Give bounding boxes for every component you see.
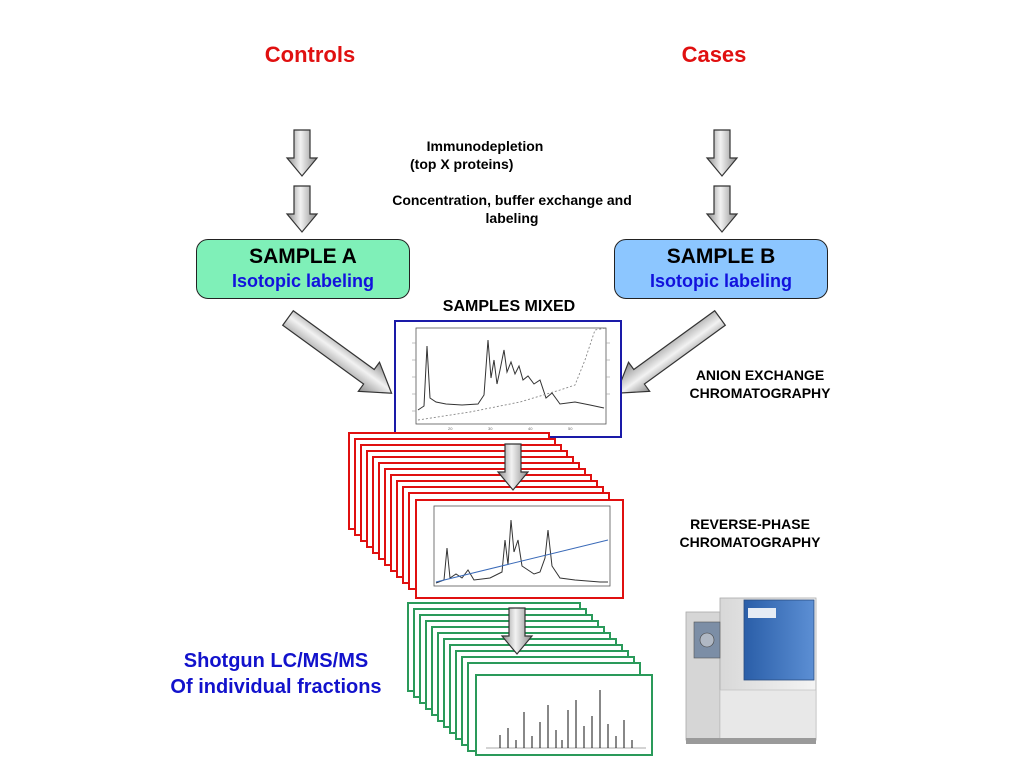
reverse-phase-chromatogram-stack xyxy=(348,432,624,599)
immunodepletion-line-1: Immunodepletion xyxy=(426,138,544,154)
anion-line-1: ANION EXCHANGE xyxy=(695,367,825,383)
concentration-line-1: Concentration, buffer exchange and xyxy=(392,192,632,208)
anion-exchange-chromatogram: 20 30 40 50 xyxy=(394,320,622,438)
immunodepletion-step: Immunodepletion (top X proteins) xyxy=(390,137,580,173)
shotgun-line-1: Shotgun LC/MS/MS xyxy=(183,650,369,672)
concentration-line-2: labeling xyxy=(485,210,539,226)
reverse-line-1: REVERSE-PHASE xyxy=(690,516,810,532)
svg-text:50: 50 xyxy=(568,426,573,431)
shotgun-line-2: Of individual fractions xyxy=(170,676,382,698)
reverse-phase-chromatogram xyxy=(433,505,611,587)
sample-a-title: SAMPLE A xyxy=(249,245,357,268)
immunodepletion-line-2: (top X proteins) xyxy=(410,156,514,172)
svg-text:20: 20 xyxy=(448,426,453,431)
down-arrow-icon xyxy=(706,185,738,233)
sample-a-box: SAMPLE A Isotopic labeling xyxy=(196,239,410,299)
ms-spectrum xyxy=(486,690,646,749)
diagonal-arrow-icon xyxy=(281,309,393,394)
reverse-line-2: CHROMATOGRAPHY xyxy=(679,534,821,550)
sample-b-title: SAMPLE B xyxy=(666,245,776,268)
anion-line-2: CHROMATOGRAPHY xyxy=(689,385,831,401)
anion-exchange-label: ANION EXCHANGE CHROMATOGRAPHY xyxy=(660,366,860,402)
sample-a-subtitle: Isotopic labeling xyxy=(231,271,374,291)
svg-text:40: 40 xyxy=(528,426,533,431)
concentration-step: Concentration, buffer exchange and label… xyxy=(352,191,672,227)
down-arrow-icon xyxy=(706,129,738,177)
svg-text:30: 30 xyxy=(488,426,493,431)
reverse-phase-label: REVERSE-PHASE CHROMATOGRAPHY xyxy=(650,515,850,551)
mass-spectrometer-image xyxy=(685,597,817,744)
samples-mixed-label: SAMPLES MIXED xyxy=(442,298,576,315)
sample-b-subtitle: Isotopic labeling xyxy=(649,271,792,291)
down-arrow-icon xyxy=(286,129,318,177)
diagonal-arrow-icon xyxy=(615,309,727,394)
sample-b-box: SAMPLE B Isotopic labeling xyxy=(614,239,828,299)
down-arrow-icon xyxy=(286,185,318,233)
ms-spectra-stack xyxy=(407,602,653,756)
cases-header: Cases xyxy=(681,42,747,67)
controls-header: Controls xyxy=(264,42,356,67)
shotgun-label: Shotgun LC/MS/MS Of individual fractions xyxy=(146,648,406,700)
